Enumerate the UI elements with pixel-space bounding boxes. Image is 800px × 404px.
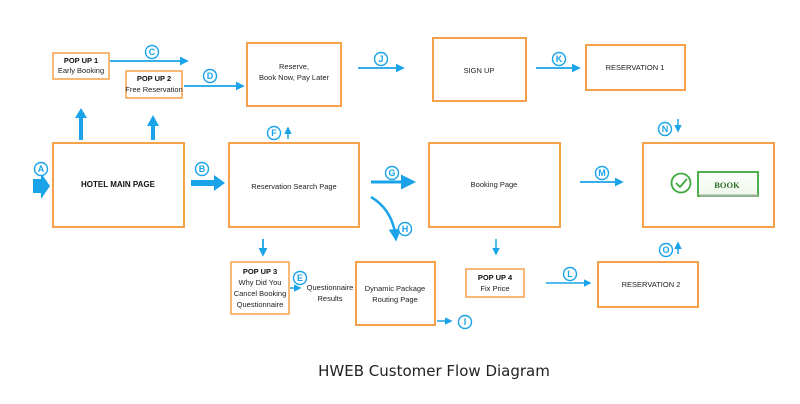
dynamic-line1: Dynamic Package (365, 284, 425, 293)
badge-f: F (266, 125, 282, 141)
check-circle-icon (670, 172, 692, 194)
dynamic-package-box: Dynamic Package Routing Page (355, 261, 436, 326)
popup2-title: POP UP 2 (137, 74, 171, 83)
questionnaire-line2: Results (317, 294, 342, 303)
popup2-text: Free Reservation (125, 85, 183, 94)
badge-m: M (594, 165, 610, 181)
badge-h-text: H (402, 224, 409, 234)
badge-l-text: L (567, 269, 573, 279)
book-button-label: BOOK (714, 180, 740, 190)
booking-label: Booking Page (471, 180, 518, 189)
search-label: Reservation Search Page (251, 182, 336, 191)
search-box: Reservation Search Page (228, 142, 360, 228)
reservation1-label: RESERVATION 1 (606, 63, 665, 72)
badge-i-text: I (464, 317, 467, 327)
reserve-line1: Reserve, (279, 62, 309, 71)
badge-j-text: J (378, 54, 383, 64)
arrow-main-to-popup1 (75, 108, 87, 140)
booking-box: Booking Page (428, 142, 561, 228)
questionnaire-line1: Questionnaire (307, 283, 354, 292)
hotel-main-box: HOTEL MAIN PAGE (52, 142, 185, 228)
badge-i: I (457, 314, 473, 330)
popup1-title: POP UP 1 (64, 56, 98, 65)
badge-b-text: B (199, 164, 206, 174)
popup4-text: Fix Price (480, 284, 509, 293)
badge-a: A (33, 161, 49, 177)
arrow-a (33, 173, 50, 199)
dynamic-line2: Routing Page (372, 295, 417, 304)
questionnaire-results-label: Questionnaire Results (307, 283, 354, 303)
arrow-h (370, 195, 402, 242)
arrow-main-to-popup2 (147, 115, 159, 140)
reservation2-box: RESERVATION 2 (597, 261, 699, 308)
signup-label: SIGN UP (464, 66, 495, 75)
badge-k-text: K (556, 54, 563, 64)
badge-g-text: G (388, 168, 395, 178)
popup2-box: POP UP 2 Free Reservation (125, 70, 183, 99)
reserve-box: Reserve, Book Now, Pay Later (246, 42, 342, 107)
badge-b: B (194, 161, 210, 177)
badge-e: E (292, 270, 308, 286)
book-box: BOOK (642, 142, 775, 228)
badge-d: D (202, 68, 218, 84)
popup3-line4: Questionnaire (237, 300, 284, 309)
badge-h: H (397, 221, 413, 237)
badge-m-text: M (598, 168, 606, 178)
reserve-line2: Book Now, Pay Later (259, 73, 330, 82)
badge-e-text: E (297, 273, 303, 283)
badge-f-text: F (271, 128, 277, 138)
badge-o-text: O (662, 245, 669, 255)
reservation2-label: RESERVATION 2 (622, 280, 681, 289)
popup3-title: POP UP 3 (243, 267, 277, 276)
badge-a-text: A (38, 164, 45, 174)
badge-o: O (658, 242, 674, 258)
reservation1-box: RESERVATION 1 (585, 44, 686, 91)
popup4-title: POP UP 4 (478, 273, 513, 282)
badge-l: L (562, 266, 578, 282)
popup1-box: POP UP 1 Early Booking (52, 52, 110, 80)
book-button[interactable]: BOOK (697, 171, 759, 197)
popup1-text: Early Booking (58, 66, 104, 75)
badge-c-text: C (149, 47, 156, 57)
badge-d-text: D (207, 71, 214, 81)
popup3-line3: Cancel Booking (234, 289, 287, 298)
signup-box: SIGN UP (432, 37, 527, 102)
badge-g: G (384, 165, 400, 181)
hotel-main-label: HOTEL MAIN PAGE (81, 180, 156, 189)
badge-k: K (551, 51, 567, 67)
diagram-caption: HWEB Customer Flow Diagram (318, 362, 550, 380)
badge-n-text: N (662, 124, 669, 134)
popup3-box: POP UP 3 Why Did You Cancel Booking Ques… (230, 261, 290, 315)
badge-n: N (657, 121, 673, 137)
popup3-line2: Why Did You (239, 278, 282, 287)
badge-c: C (144, 44, 160, 60)
badge-j: J (373, 51, 389, 67)
popup4-box: POP UP 4 Fix Price (465, 268, 525, 298)
arrow-b (191, 175, 225, 191)
